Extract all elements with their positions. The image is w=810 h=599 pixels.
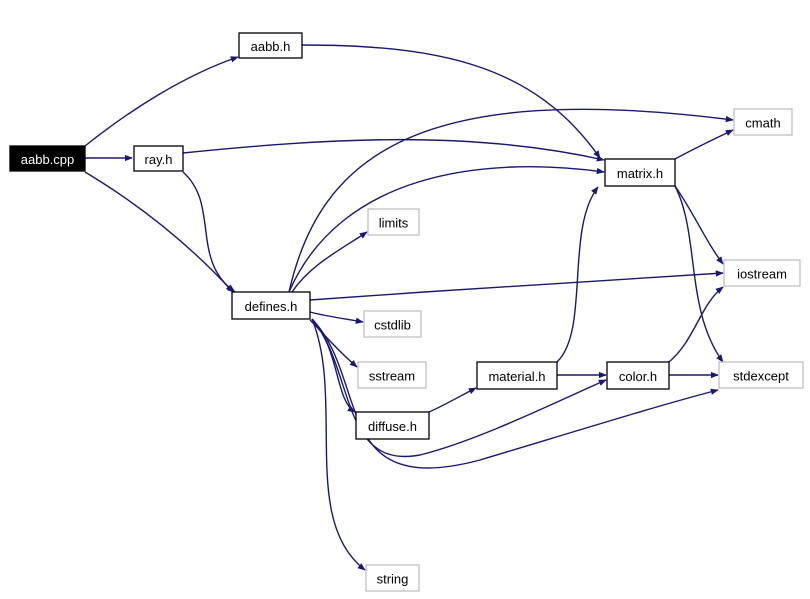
node-label: stdexcept [733,369,789,384]
edge-path [288,166,605,293]
edge-path [668,286,724,363]
node-box [231,291,311,320]
node-ray-h[interactable]: ray.h [133,145,184,172]
node-box [723,259,801,287]
node-box [9,145,86,172]
node-label: material.h [488,369,545,384]
edge-defines-h-to-matrix-h [288,166,605,293]
node-box [365,564,420,592]
edge-path [674,185,724,363]
node-diffuse-h[interactable]: diffuse.h [355,411,430,440]
edge-defines-h-to-cstdlib [309,311,364,324]
edge-matrix-h-to-iostream [674,185,724,265]
node-label: aabb.h [251,39,291,54]
nodes-layer: aabb.cpp aabb.h ray.h defines.h matrix.h mate… [9,32,804,592]
node-aabb-cpp[interactable]: aabb.cpp [9,145,86,172]
node-color-h[interactable]: color.h [606,361,670,390]
edge-path [309,311,364,324]
edge-defines-h-to-diffuse-h [311,318,356,413]
node-iostream: iostream [723,259,801,287]
edge-path [311,318,607,458]
node-box [238,32,303,59]
node-box [604,158,676,187]
edge-path [84,56,239,147]
edge-path [311,318,719,469]
edge-ray-h-to-matrix-h [182,138,605,162]
edge-aabb-h-to-matrix-h [301,44,601,159]
edge-path [674,185,724,265]
node-label: color.h [619,369,657,384]
node-label: limits [379,216,409,231]
node-box [606,361,670,390]
edge-defines-h-to-cmath [288,108,734,293]
edge-path [84,171,234,293]
node-label: sstream [369,369,415,384]
edge-defines-h-to-color-h [311,318,607,458]
edge-path [556,186,599,363]
node-box [733,108,793,136]
node-material-h[interactable]: material.h [476,361,558,390]
edge-defines-h-to-stdexcept [311,318,719,469]
node-defines-h[interactable]: defines.h [231,291,311,320]
node-matrix-h[interactable]: matrix.h [604,158,676,187]
edge-path [301,44,601,159]
node-box [357,361,427,389]
node-box [476,361,558,390]
edge-path [311,318,366,571]
node-label: diffuse.h [368,419,417,434]
edge-path [291,231,368,293]
edge-material-h-to-matrix-h [556,186,599,363]
edge-path [309,270,724,301]
node-cmath: cmath [733,108,793,136]
node-string: string [365,564,420,592]
node-box [363,310,422,338]
edge-aabb-cpp-to-defines-h [84,171,234,293]
edge-defines-h-to-iostream [309,270,724,301]
node-label: iostream [737,267,787,282]
edge-color-h-to-iostream [668,286,724,363]
edge-ray-h-to-defines-h [182,171,236,293]
node-aabb-h[interactable]: aabb.h [238,32,303,59]
edge-matrix-h-to-stdexcept [674,185,724,363]
edge-defines-h-to-string [311,318,366,571]
node-box [718,361,804,389]
node-sstream: sstream [357,361,427,389]
edges-layer [84,44,734,571]
node-label: defines.h [245,299,298,314]
edge-path [674,129,734,160]
edge-path [288,108,734,293]
edge-path [182,138,605,162]
node-label: string [377,572,409,587]
edge-path [428,387,477,413]
node-label: aabb.cpp [21,152,75,167]
node-cstdlib: cstdlib [363,310,422,338]
edge-diffuse-h-to-material-h [428,387,477,413]
node-label: cstdlib [374,318,411,333]
edge-aabb-cpp-to-aabb-h [84,56,239,147]
node-box [133,145,184,172]
node-label: cmath [745,116,780,131]
edge-path [182,171,236,293]
node-stdexcept: stdexcept [718,361,804,389]
node-label: matrix.h [617,166,663,181]
edge-matrix-h-to-cmath [674,129,734,160]
edge-defines-h-to-limits [291,231,368,293]
node-label: ray.h [145,152,173,167]
edge-path [311,318,356,413]
node-box [367,208,420,236]
node-limits: limits [367,208,420,236]
node-box [355,411,430,440]
